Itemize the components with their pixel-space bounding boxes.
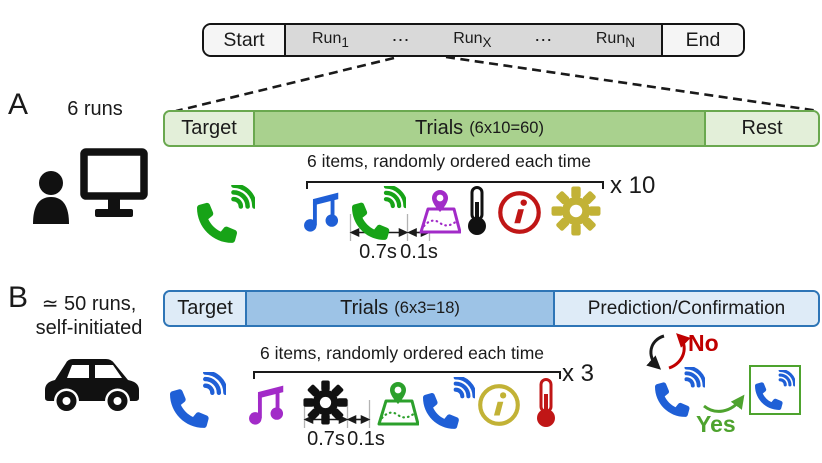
- timeline-runx-label: RunX: [453, 29, 492, 51]
- repeat-count-b: x 3: [562, 360, 595, 387]
- phone-call-icon: [352, 186, 406, 240]
- isi-duration-b: 0.1s: [347, 428, 385, 450]
- map-route-icon: [413, 189, 461, 237]
- isi-duration-a: 0.1s: [400, 241, 438, 263]
- stim-duration-b: 0.7s: [307, 428, 345, 450]
- timeline-ellipsis: ⋯: [391, 29, 411, 50]
- items-caption-a: 6 items, randomly ordered each time: [306, 151, 592, 171]
- info-icon: [477, 383, 521, 427]
- gear-icon: [303, 380, 348, 425]
- run-structure-bar-a: Target Trials(6x10=60) Rest: [163, 110, 820, 147]
- no-loop-arrow-black: [646, 334, 665, 370]
- items-caption-b: 6 items, randomly ordered each time: [259, 343, 545, 363]
- phone-call-icon: [755, 370, 795, 410]
- zoom-dashed-line-right: [445, 55, 820, 113]
- section-b-runs-note-2: self-initiated: [35, 317, 143, 339]
- session-timeline-bar: Start Run1 ⋯ RunX ⋯ RunN End: [202, 23, 745, 57]
- timeline-run1-label: Run1: [312, 29, 349, 51]
- phase-trials-a: Trials(6x10=60): [253, 112, 706, 145]
- no-loop-arrow-red: [668, 333, 691, 370]
- trials-count-a: (6x10=60): [469, 119, 544, 137]
- section-b-runs-note-1: ≃ 50 runs,: [41, 293, 137, 315]
- timeline-runn-label: RunN: [595, 29, 635, 51]
- phase-target-a: Target: [165, 112, 253, 145]
- timeline-ellipsis: ⋯: [534, 29, 554, 50]
- phase-target-b: Target: [165, 292, 245, 325]
- phone-call-icon: [197, 185, 255, 243]
- map-route-icon: [371, 381, 419, 429]
- run-structure-bar-b: Target Trials(6x3=18) Prediction/Confirm…: [163, 290, 820, 327]
- gear-icon: [551, 186, 601, 236]
- confirmed-target-box: [749, 365, 801, 415]
- thermometer-icon: [464, 185, 490, 237]
- music-note-icon: [299, 191, 342, 234]
- phone-call-icon: [655, 367, 705, 417]
- stim-duration-a: 0.7s: [359, 241, 397, 263]
- yes-feedback-label: Yes: [696, 411, 736, 437]
- items-bracket-b: [253, 371, 561, 379]
- timeline-runs-cell: Run1 ⋯ RunX ⋯ RunN: [284, 25, 663, 55]
- phone-call-icon: [170, 372, 226, 428]
- section-a-label: A: [8, 88, 29, 121]
- info-icon: [497, 190, 542, 235]
- timeline-end-label: End: [685, 28, 721, 51]
- phase-rest-a: Rest: [706, 112, 818, 145]
- yes-arrow-green: [703, 394, 745, 413]
- section-a-runs-note: 6 runs: [67, 98, 123, 120]
- music-note-icon: [244, 384, 287, 427]
- section-b-label: B: [8, 281, 29, 314]
- repeat-count-a: x 10: [610, 172, 656, 199]
- items-bracket-a: [306, 181, 604, 189]
- timeline-end-cell: End: [663, 25, 743, 55]
- thermometer-icon: [533, 377, 559, 429]
- timeline-start-label: Start: [223, 28, 265, 51]
- trials-count-b: (6x3=18): [394, 299, 460, 317]
- zoom-dashed-line-left: [175, 56, 395, 113]
- timeline-start-cell: Start: [204, 25, 284, 55]
- phase-prediction-b: Prediction/Confirmation: [555, 292, 818, 325]
- phase-trials-b: Trials(6x3=18): [245, 292, 555, 325]
- person-at-monitor-icon: [28, 146, 150, 246]
- phone-call-icon: [423, 377, 475, 429]
- car-icon: [40, 350, 144, 414]
- no-feedback-label: No: [688, 330, 719, 356]
